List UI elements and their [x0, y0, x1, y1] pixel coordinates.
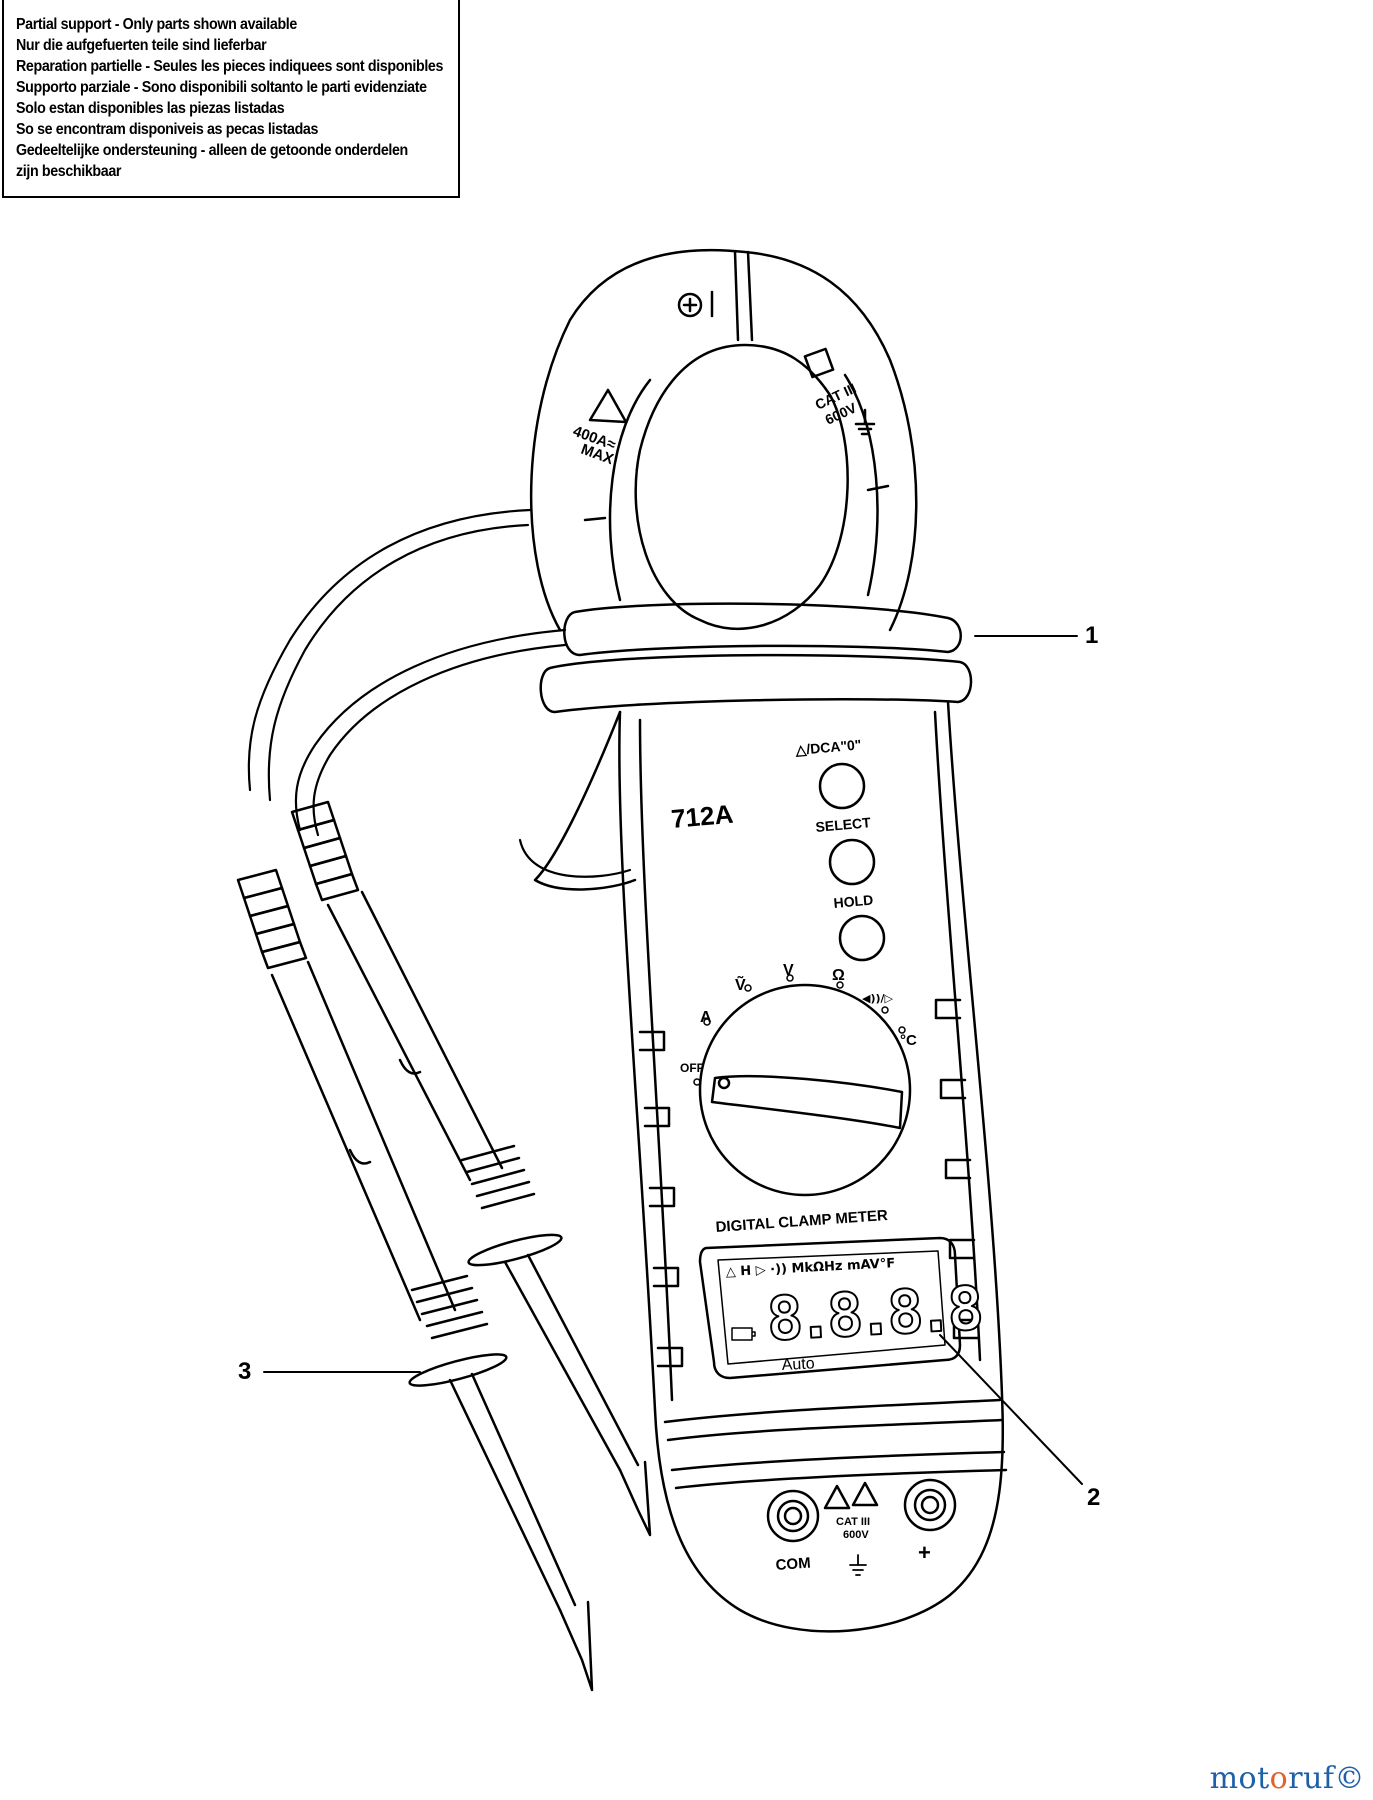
copyright-icon: © — [1334, 1761, 1365, 1796]
select-button[interactable] — [828, 838, 876, 886]
test-lead-cables — [247, 508, 632, 878]
jack-voltage-label: 600V — [843, 1529, 869, 1541]
clamp-collar — [533, 602, 973, 891]
dca-zero-button-label: △/DCA"0" — [794, 736, 862, 758]
hold-button-label: HOLD — [833, 892, 874, 911]
dial-label-temp: °C — [900, 1032, 917, 1049]
notice-line: Solo estan disponibles las piezas listad… — [16, 100, 285, 117]
watermark-text-a: mot — [1209, 1761, 1270, 1796]
test-probe-right — [290, 800, 652, 1537]
notice-line: Partial support - Only parts shown avail… — [16, 16, 297, 33]
watermark-text-b: ruf — [1288, 1761, 1335, 1796]
lcd-digits: 8.8.8.8 — [765, 1274, 982, 1355]
com-jack-label: COM — [775, 1555, 811, 1574]
lcd-auto-label: Auto — [781, 1355, 815, 1374]
notice-line: Nur die aufgefuerten teile sind lieferba… — [16, 37, 267, 54]
dial-position-markers — [693, 974, 906, 1086]
brand-label: DIGITAL CLAMP METER — [715, 1207, 888, 1236]
dca-zero-button[interactable] — [818, 762, 866, 810]
select-button-label: SELECT — [815, 814, 872, 835]
callout-number-2: 2 — [1087, 1484, 1101, 1511]
callout-number-3: 3 — [238, 1358, 252, 1385]
notice-line: zijn beschikbaar — [16, 163, 122, 180]
com-jack[interactable] — [766, 1489, 820, 1543]
hold-button[interactable] — [838, 914, 886, 962]
jack-warning-label: CAT III — [836, 1516, 870, 1528]
watermark-text-o: o — [1269, 1761, 1289, 1796]
notice-line: Reparation partielle - Seules les pieces… — [16, 58, 444, 75]
dial-label-off: OFF — [680, 1061, 704, 1075]
notice-line: Supporto parziale - Sono disponibili sol… — [16, 79, 427, 96]
dial-label-diode: ◀))/▷ — [862, 992, 894, 1005]
notice-line: So se encontram disponiveis as pecas lis… — [16, 121, 319, 138]
watermark-logo: motoruf© — [1210, 1761, 1365, 1796]
partial-support-notice: Partial support - Only parts shown avail… — [2, 0, 460, 198]
dial-label-dcv: V — [783, 962, 794, 979]
notice-line: Gedeeltelijke ondersteuning - alleen de … — [16, 142, 408, 159]
positive-jack[interactable] — [903, 1478, 957, 1532]
test-probe-left — [236, 868, 594, 1692]
callout-leader-2 — [939, 1334, 1083, 1485]
dial-label-aca: A — [700, 1009, 712, 1026]
lcd-annunciators: △ H ▷ ·)) MkΩHz mAV°F — [725, 1256, 895, 1280]
callout-leaders — [263, 635, 1083, 1485]
meter-body — [618, 700, 1008, 1633]
callout-number-1: 1 — [1085, 622, 1099, 649]
model-label: 712A — [670, 799, 735, 834]
dial-label-acv: Ṽ — [735, 974, 746, 994]
clamp-jaw — [529, 248, 918, 632]
rotary-dial[interactable] — [698, 983, 912, 1197]
input-jacks — [766, 1478, 957, 1576]
lcd-display — [698, 1236, 962, 1380]
dial-label-ohm: Ω — [832, 967, 845, 984]
positive-jack-label: + — [918, 1540, 931, 1565]
button-group — [818, 762, 886, 962]
